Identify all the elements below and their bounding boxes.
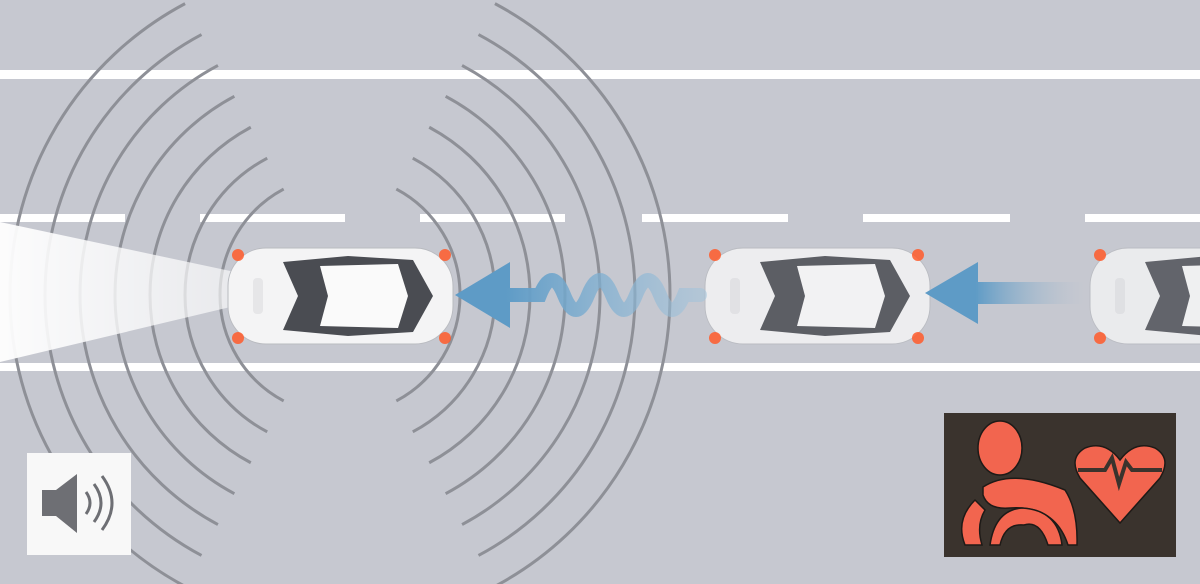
hazard-light: [232, 332, 244, 344]
hazard-light: [709, 332, 721, 344]
lane-dash: [642, 214, 788, 222]
driver-alert-panel: [944, 413, 1176, 557]
lead-car: [227, 247, 454, 345]
lane-dash: [200, 214, 345, 222]
headlight-beam: [0, 222, 310, 362]
heart-pulse-icon: [1074, 445, 1166, 525]
hazard-light: [232, 249, 244, 261]
driver-steering-wheel-icon: [960, 420, 1078, 546]
lane-dash: [420, 214, 565, 222]
hazard-light: [912, 332, 924, 344]
lane-dash: [1085, 214, 1200, 222]
lane-dash: [863, 214, 1010, 222]
wave-arrow: [455, 262, 707, 328]
hazard-light: [1094, 249, 1106, 261]
lane-dash: [0, 214, 125, 222]
straight-arrow: [925, 262, 1085, 324]
lane-line-bottom: [0, 363, 1200, 371]
hazard-light: [439, 249, 451, 261]
rear-car: [1089, 247, 1200, 345]
sound-wave-arc: [461, 64, 602, 526]
middle-car: [704, 247, 931, 345]
sound-wave-arc: [494, 2, 672, 584]
lane-dashed-line: [0, 214, 1200, 222]
hazard-light: [1094, 332, 1106, 344]
lane-line-top: [0, 70, 1200, 79]
speaker-icon: [27, 453, 131, 555]
hazard-light: [439, 332, 451, 344]
hazard-light: [912, 249, 924, 261]
hazard-lights: [232, 249, 1106, 344]
hazard-light: [709, 249, 721, 261]
